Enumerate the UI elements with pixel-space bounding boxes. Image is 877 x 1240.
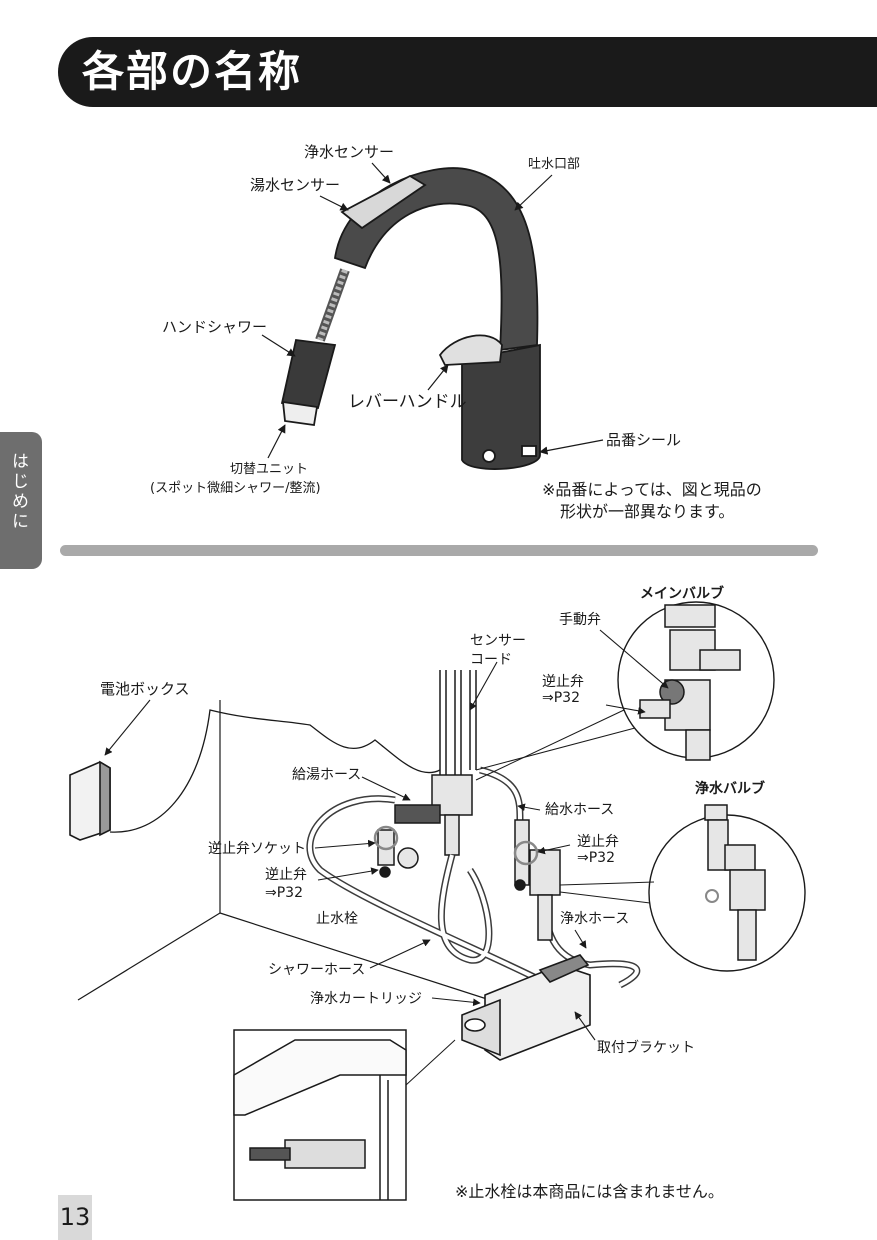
manual-valve-label: 手動弁 <box>559 612 601 628</box>
check-valve-label-mid: 逆止弁 <box>577 834 619 850</box>
part-seal-label: 品番シール <box>606 431 682 449</box>
bracket-label: 取付ブラケット <box>597 1040 695 1056</box>
hot-hose-label: 給湯ホース <box>292 767 362 783</box>
water-sensor-label: 浄水センサー <box>304 143 395 161</box>
purify-valve-label: 浄水バルブ <box>695 781 765 797</box>
check-valve-ref-mid: ⇒P32 <box>577 850 615 866</box>
faucet-note-line2: 形状が一部異なります。 <box>560 502 735 521</box>
title-banner <box>58 37 877 107</box>
check-valve-ref-top: ⇒P32 <box>542 690 580 706</box>
switch-unit-label: 切替ユニット <box>230 462 309 477</box>
purify-hose-label: 浄水ホース <box>560 911 630 927</box>
sensor-cord-label-1: センサー <box>470 633 526 649</box>
hand-shower-label: ハンドシャワー <box>162 318 268 336</box>
battery-box-label: 電池ボックス <box>100 680 190 698</box>
cartridge-label: 浄水カートリッジ <box>310 991 422 1007</box>
page-title: 各部の名称 <box>82 47 303 96</box>
shower-hose-label: シャワーホース <box>268 962 366 978</box>
spout-label: 吐水口部 <box>528 157 581 172</box>
side-tab-label: はじめに <box>8 452 28 532</box>
section-divider <box>60 545 818 556</box>
check-valve-label-top: 逆止弁 <box>542 674 584 690</box>
sensor-cord-label-2: コード <box>470 652 512 668</box>
hot-sensor-label: 湯水センサー <box>250 176 341 194</box>
check-valve-label-left: 逆止弁 <box>265 867 307 883</box>
supply-hose-label: 給水ホース <box>545 802 615 818</box>
faucet-drawing <box>280 167 541 470</box>
check-valve-ref-left: ⇒P32 <box>265 885 303 901</box>
bottom-note: ※止水栓は本商品には含まれません。 <box>455 1182 724 1201</box>
main-valve-label: メインバルブ <box>640 586 724 602</box>
switch-unit-sub-label: (スポット微細シャワー/整流) <box>150 481 321 496</box>
lever-handle-label: レバーハンドル <box>348 392 467 412</box>
stop-cock-label: 止水栓 <box>316 911 358 927</box>
faucet-note-line1: ※品番によっては、図と現品の <box>542 480 762 499</box>
page-number: 13 <box>58 1195 92 1240</box>
check-socket-label: 逆止弁ソケット <box>208 841 306 857</box>
side-tab[interactable] <box>0 432 42 569</box>
